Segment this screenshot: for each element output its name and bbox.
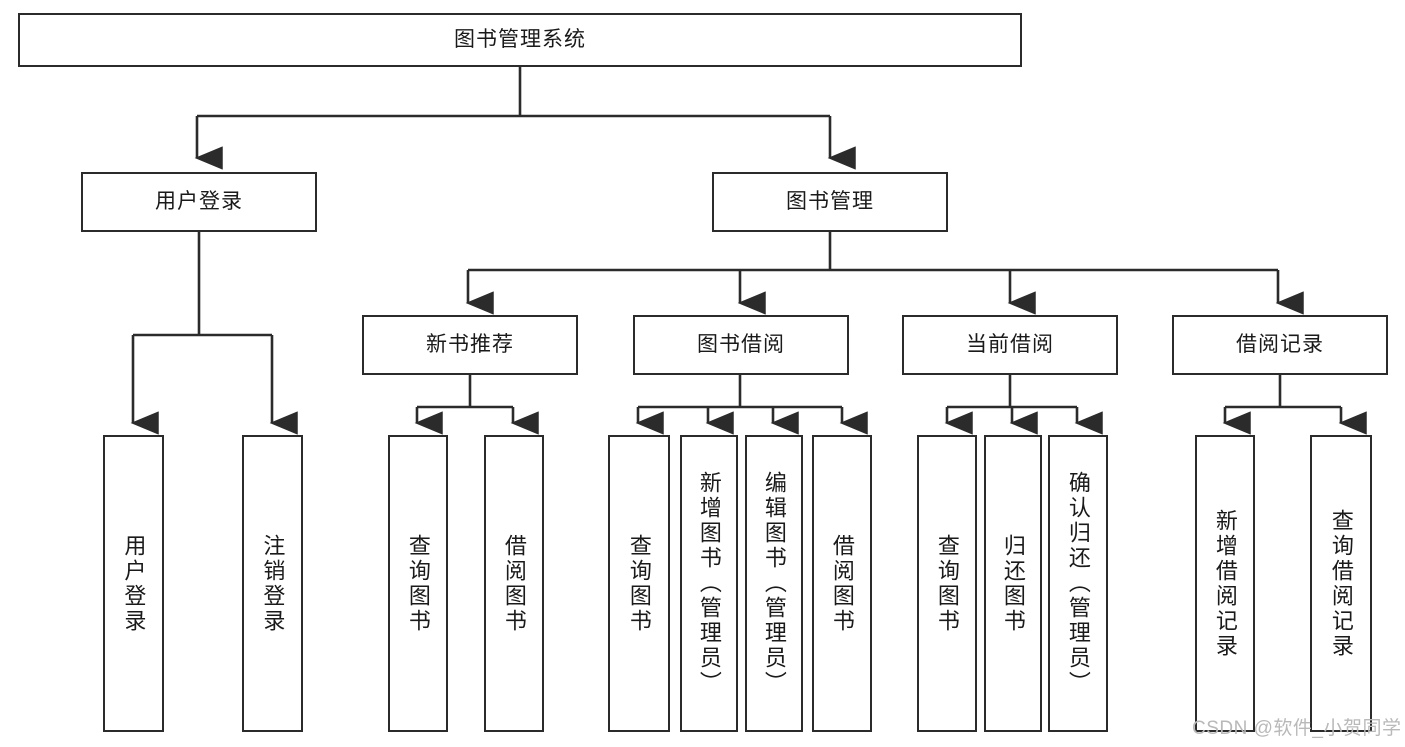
leaf-query-book-rec-label: 查询图书 (405, 533, 431, 634)
leaf-confirm-return-admin-label: 确认归还（管理员） (1065, 471, 1091, 696)
csdn-watermark: CSDN @软件_小贺同学 (1192, 718, 1402, 739)
leaf-add-book-admin[interactable]: 新增图书（管理员） (680, 435, 738, 732)
leaf-add-book-admin-label: 新增图书（管理员） (696, 471, 722, 696)
leaf-add-borrow-record[interactable]: 新增借阅记录 (1195, 435, 1255, 732)
leaf-query-book-rec[interactable]: 查询图书 (388, 435, 448, 732)
node-new-book-recommend[interactable]: 新书推荐 (362, 315, 578, 375)
node-book-management[interactable]: 图书管理 (712, 172, 948, 232)
node-root-label: 图书管理系统 (454, 28, 586, 52)
node-root[interactable]: 图书管理系统 (18, 13, 1022, 67)
leaf-query-book-current-label: 查询图书 (934, 533, 960, 634)
leaf-return-book[interactable]: 归还图书 (984, 435, 1042, 732)
leaf-borrow-book-rec-label: 借阅图书 (501, 533, 527, 634)
leaf-user-login[interactable]: 用户登录 (103, 435, 164, 732)
node-book-borrow[interactable]: 图书借阅 (633, 315, 849, 375)
node-user-login[interactable]: 用户登录 (81, 172, 317, 232)
leaf-confirm-return-admin[interactable]: 确认归还（管理员） (1048, 435, 1108, 732)
node-current-borrow-label: 当前借阅 (966, 333, 1054, 357)
node-user-login-label: 用户登录 (155, 190, 243, 214)
leaf-query-book-borrow[interactable]: 查询图书 (608, 435, 670, 732)
leaf-return-book-label: 归还图书 (1000, 533, 1026, 634)
leaf-add-borrow-record-label: 新增借阅记录 (1212, 508, 1238, 659)
node-book-borrow-label: 图书借阅 (697, 333, 785, 357)
leaf-user-login-label: 用户登录 (121, 533, 147, 634)
leaf-query-book-borrow-label: 查询图书 (626, 533, 652, 634)
leaf-borrow-book[interactable]: 借阅图书 (812, 435, 872, 732)
node-new-book-recommend-label: 新书推荐 (426, 333, 514, 357)
leaf-query-borrow-record[interactable]: 查询借阅记录 (1310, 435, 1372, 732)
node-borrow-records-label: 借阅记录 (1236, 333, 1324, 357)
node-book-management-label: 图书管理 (786, 190, 874, 214)
leaf-edit-book-admin[interactable]: 编辑图书（管理员） (745, 435, 803, 732)
leaf-logout[interactable]: 注销登录 (242, 435, 303, 732)
node-current-borrow[interactable]: 当前借阅 (902, 315, 1118, 375)
leaf-borrow-book-rec[interactable]: 借阅图书 (484, 435, 544, 732)
leaf-query-book-current[interactable]: 查询图书 (917, 435, 977, 732)
leaf-edit-book-admin-label: 编辑图书（管理员） (761, 471, 787, 696)
node-borrow-records[interactable]: 借阅记录 (1172, 315, 1388, 375)
leaf-borrow-book-label: 借阅图书 (829, 533, 855, 634)
leaf-logout-label: 注销登录 (260, 533, 286, 634)
leaf-query-borrow-record-label: 查询借阅记录 (1328, 508, 1354, 659)
